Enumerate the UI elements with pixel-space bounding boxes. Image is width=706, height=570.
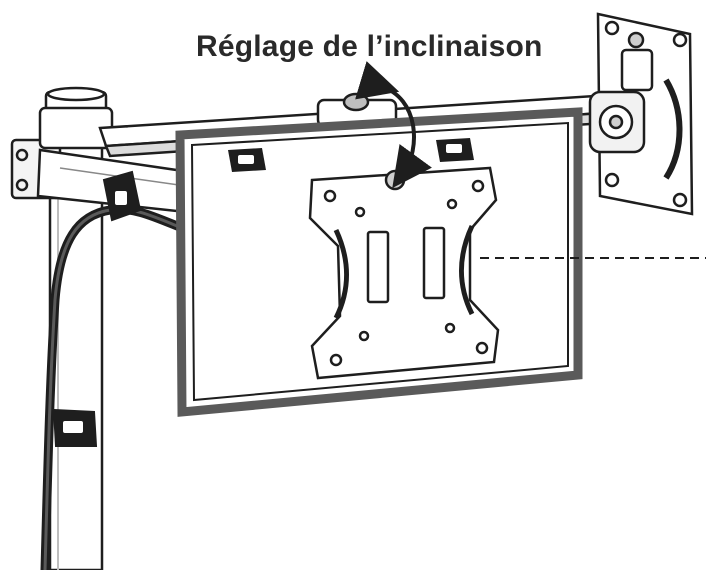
tilt-adjustment-label: Réglage de l’inclinaison — [196, 30, 543, 63]
curved-double-arrow-icon — [355, 61, 432, 189]
side-bracket-detail — [588, 12, 694, 216]
monitor-top-clips — [228, 138, 474, 172]
vesa-mount-plate-icon — [308, 166, 500, 380]
